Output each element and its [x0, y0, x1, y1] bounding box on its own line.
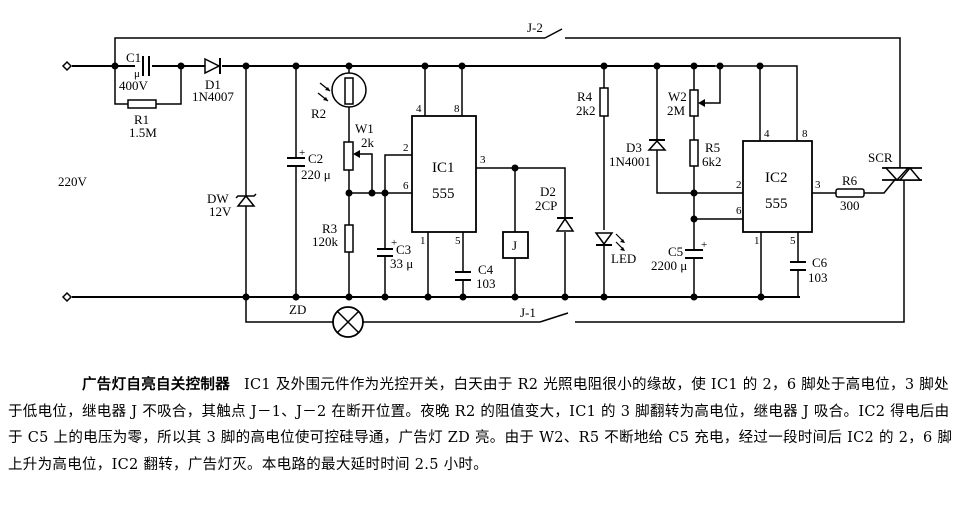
- c3-value: 33 μ: [390, 256, 413, 271]
- resistor-r5: R5 6k2: [689, 139, 722, 169]
- relay-label: J: [512, 238, 517, 253]
- ic1-pin-8: 8: [454, 103, 460, 115]
- ic1-555-timer: IC1 555 4 8 2 6 3 1 5: [403, 103, 486, 247]
- c5-value: 2200 μ: [651, 258, 687, 273]
- c1-value: μ: [134, 68, 140, 80]
- capacitor-c3: + C3 33 μ: [377, 237, 413, 271]
- diode-d1: D1 1N4007: [192, 57, 234, 104]
- d3-label: D3: [626, 140, 642, 155]
- c4-value: 103: [476, 276, 496, 291]
- ic1-type: 555: [432, 186, 455, 202]
- ic1-pin-4: 4: [416, 103, 422, 115]
- relay-coil-j: J: [502, 231, 529, 259]
- ic2-pin-2: 2: [736, 179, 742, 191]
- resistor-r1: R1 1.5M: [127, 99, 157, 140]
- capacitor-c5: + C5 2200 μ: [651, 239, 707, 273]
- c5-polarity: +: [701, 239, 707, 251]
- ic1-pin-3: 3: [480, 154, 486, 166]
- w1-label: W1: [355, 121, 374, 136]
- relay-contact-j2: J-2: [527, 20, 563, 39]
- potentiometer-w2: W2 2M: [667, 89, 705, 118]
- led-label: LED: [611, 251, 636, 266]
- c1-rating: 400V: [119, 78, 149, 93]
- lamp-zd: ZD: [289, 302, 364, 338]
- ic1-pin-5: 5: [455, 235, 461, 247]
- ic2-555-timer: IC2 555 4 8 2 6 3 1 5: [736, 128, 821, 247]
- r6-label: R6: [842, 173, 858, 188]
- j1-label: J-1: [520, 305, 536, 320]
- w1-value: 2k: [361, 135, 375, 150]
- relay-contact-j1: J-1: [520, 305, 569, 323]
- r4-value: 2k2: [576, 103, 596, 118]
- potentiometer-w1: W1 2k: [343, 121, 375, 171]
- w2-value: 2M: [667, 103, 686, 118]
- input-terminal-bottom: [61, 291, 73, 303]
- d2-value: 2CP: [535, 198, 557, 213]
- scr-label: SCR: [868, 150, 893, 165]
- j2-label: J-2: [527, 20, 543, 35]
- capacitor-c2: + C2 220 μ: [287, 147, 331, 182]
- diode-d3: D3 1N4001: [609, 139, 667, 169]
- dw-value: 12V: [209, 204, 232, 219]
- capacitor-c4: C4 103: [455, 262, 496, 291]
- r3-label: R3: [322, 221, 337, 236]
- triac-scr: SCR: [868, 150, 922, 182]
- wires: [72, 37, 905, 323]
- d3-value: 1N4001: [609, 154, 651, 169]
- ic2-type: 555: [765, 196, 788, 212]
- junction-dots: [111, 62, 765, 301]
- c3-label: C3: [396, 242, 411, 257]
- r5-label: R5: [705, 140, 720, 155]
- d1-value: 1N4007: [192, 89, 234, 104]
- r1-label: R1: [134, 112, 149, 127]
- resistor-r4: R4 2k2: [576, 87, 609, 118]
- ic2-pin-8: 8: [802, 128, 808, 140]
- capacitor-c1: C1 μ 400V: [119, 50, 150, 93]
- caption-title: 广告灯自亮自关控制器: [82, 376, 230, 393]
- circuit-schematic: 220V C1 μ 400V R1 1.5M D1 1N4007 DW 12V …: [58, 20, 922, 338]
- c2-value: 220 μ: [301, 167, 331, 182]
- ic2-pin-3: 3: [815, 179, 821, 191]
- ic2-pin-1: 1: [754, 235, 760, 247]
- ic1-label: IC1: [432, 160, 455, 176]
- ic2-pin-4: 4: [764, 128, 770, 140]
- resistor-r3: R3 120k: [312, 221, 354, 253]
- ic1-pin-2: 2: [403, 142, 409, 154]
- c2-label: C2: [308, 151, 323, 166]
- r6-value: 300: [840, 198, 860, 213]
- dw-label: DW: [207, 191, 229, 206]
- ic1-pin-1: 1: [420, 235, 426, 247]
- c4-label: C4: [478, 262, 494, 277]
- d2-label: D2: [540, 184, 556, 199]
- r2-label: R2: [311, 106, 326, 121]
- c2-polarity: +: [299, 147, 305, 159]
- led: LED: [594, 232, 636, 266]
- c5-label: C5: [668, 244, 683, 259]
- r3-value: 120k: [312, 234, 339, 249]
- c6-label: C6: [812, 255, 828, 270]
- supply-voltage-label: 220V: [58, 174, 88, 189]
- input-terminal-top: [61, 60, 73, 72]
- c6-value: 103: [808, 270, 828, 285]
- ic1-pin-6: 6: [403, 180, 409, 192]
- r4-label: R4: [577, 89, 593, 104]
- c1-label: C1: [126, 50, 141, 65]
- photoresistor-r2: R2: [311, 72, 367, 121]
- diode-d2: D2 2CP: [535, 184, 575, 232]
- ic2-pin-5: 5: [790, 235, 796, 247]
- lamp-label: ZD: [289, 302, 306, 317]
- r5-value: 6k2: [702, 154, 722, 169]
- c3-polarity: +: [391, 237, 397, 249]
- zener-diode-dw: DW 12V: [207, 191, 257, 219]
- w2-label: W2: [668, 89, 687, 104]
- d1-label: D1: [205, 77, 221, 92]
- r1-value: 1.5M: [129, 125, 157, 140]
- caption-body: IC1 及外围元件作为光控开关，白天由于 R2 光照电阻很小的缘故，使 IC1 …: [8, 377, 953, 473]
- capacitor-c6: C6 103: [790, 255, 828, 285]
- ic2-pin-6: 6: [736, 205, 742, 217]
- ic2-label: IC2: [765, 170, 788, 186]
- resistor-r6: R6 300: [835, 173, 865, 213]
